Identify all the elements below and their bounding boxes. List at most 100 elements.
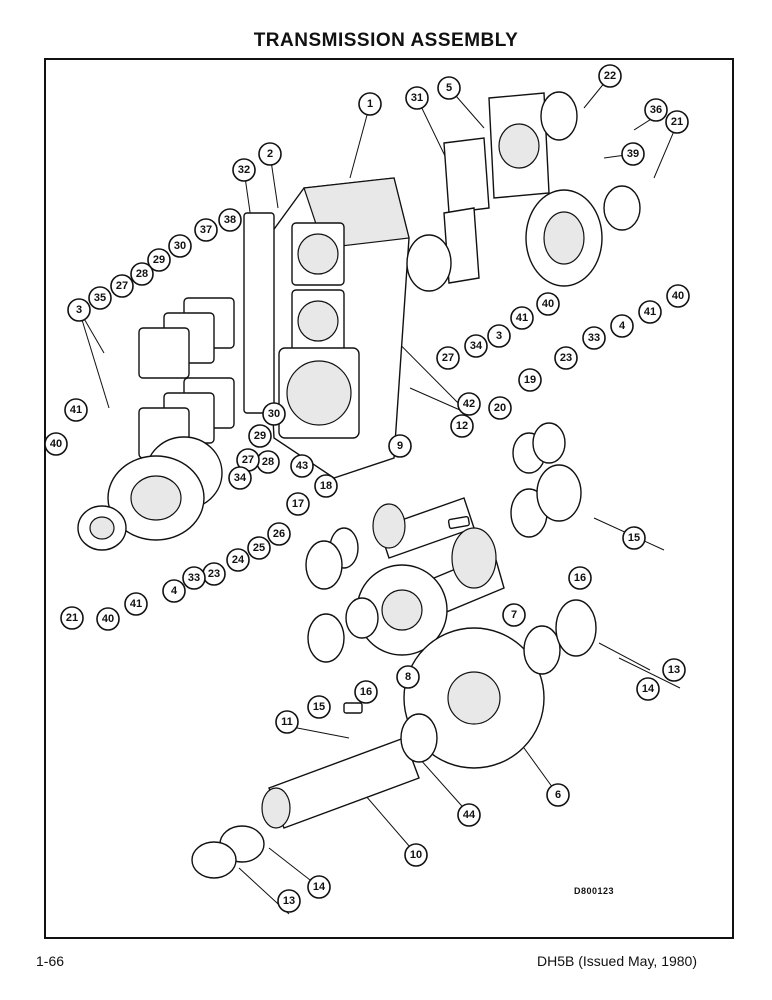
callout-25: 25: [247, 536, 271, 560]
right-assembly: [406, 91, 641, 474]
svg-text:29: 29: [254, 430, 266, 442]
svg-text:28: 28: [262, 456, 274, 468]
callout-14-right: 14: [636, 677, 660, 701]
callout-41-right1: 41: [510, 306, 534, 330]
svg-text:44: 44: [463, 809, 476, 821]
callout-2: 2: [258, 142, 282, 166]
callout-group: 1 2 32 5 31 22 36 21 39 38 37 30 29 28 2…: [44, 64, 690, 913]
svg-text:17: 17: [292, 498, 304, 510]
callout-21-top: 21: [665, 110, 689, 134]
callout-40-bottom: 40: [96, 607, 120, 631]
callout-43: 43: [290, 454, 314, 478]
callout-27-right: 27: [436, 346, 460, 370]
svg-text:40: 40: [102, 613, 114, 625]
callout-39: 39: [621, 142, 645, 166]
svg-text:41: 41: [130, 598, 142, 610]
svg-text:21: 21: [671, 116, 683, 128]
diagram-frame: [44, 58, 734, 939]
svg-text:40: 40: [50, 438, 62, 450]
svg-text:34: 34: [470, 340, 483, 352]
svg-text:3: 3: [496, 330, 502, 342]
svg-text:3: 3: [76, 304, 82, 316]
callout-7: 7: [502, 603, 526, 627]
svg-text:4: 4: [619, 320, 626, 332]
callout-6: 6: [546, 783, 570, 807]
svg-text:14: 14: [313, 881, 326, 893]
svg-text:27: 27: [116, 280, 128, 292]
callout-12: 12: [450, 414, 474, 438]
svg-text:22: 22: [604, 70, 616, 82]
callout-30-top: 30: [168, 234, 192, 258]
callout-3-left: 3: [67, 298, 91, 322]
svg-text:37: 37: [200, 224, 212, 236]
svg-text:5: 5: [446, 82, 452, 94]
svg-text:28: 28: [136, 268, 148, 280]
exploded-parts-diagram: 1 2 32 5 31 22 36 21 39 38 37 30 29 28 2…: [44, 64, 690, 915]
callout-11: 11: [275, 710, 299, 734]
callout-41-right2: 41: [638, 300, 662, 324]
gear-train: [191, 464, 597, 879]
callout-38: 38: [218, 208, 242, 232]
svg-text:24: 24: [232, 554, 245, 566]
svg-text:41: 41: [516, 312, 528, 324]
svg-text:20: 20: [494, 402, 506, 414]
svg-text:29: 29: [153, 254, 165, 266]
svg-text:35: 35: [94, 292, 106, 304]
callout-33-right: 33: [582, 326, 606, 350]
svg-text:30: 30: [268, 408, 280, 420]
callout-41-left: 41: [64, 398, 88, 422]
callout-23-left: 23: [202, 562, 226, 586]
callout-40-right2: 40: [666, 284, 690, 308]
transmission-housing: [263, 177, 410, 479]
svg-text:2: 2: [267, 148, 273, 160]
svg-text:4: 4: [171, 585, 178, 597]
callout-34-right: 34: [464, 334, 488, 358]
callout-33-left: 33: [182, 566, 206, 590]
document-reference: DH5B (Issued May, 1980): [536, 953, 697, 969]
svg-text:40: 40: [542, 298, 554, 310]
callout-37: 37: [194, 218, 218, 242]
svg-text:33: 33: [588, 332, 600, 344]
svg-text:16: 16: [574, 572, 586, 584]
svg-text:14: 14: [642, 683, 655, 695]
callout-28-top: 28: [130, 262, 154, 286]
callout-40-left: 40: [44, 432, 68, 456]
callout-41-bottom: 41: [124, 592, 148, 616]
svg-text:6: 6: [555, 789, 561, 801]
callout-10: 10: [404, 843, 428, 867]
svg-text:16: 16: [360, 686, 372, 698]
callout-22: 22: [598, 64, 622, 88]
svg-text:31: 31: [411, 92, 423, 104]
svg-text:15: 15: [628, 532, 640, 544]
svg-text:19: 19: [524, 374, 536, 386]
callout-31: 31: [405, 86, 429, 110]
callout-13-bottom: 13: [277, 889, 301, 913]
svg-text:33: 33: [188, 572, 200, 584]
page-title: TRANSMISSION ASSEMBLY: [253, 30, 519, 51]
callout-20: 20: [488, 396, 512, 420]
svg-text:10: 10: [410, 849, 422, 861]
svg-text:21: 21: [66, 612, 78, 624]
svg-text:43: 43: [296, 460, 308, 472]
svg-text:27: 27: [442, 352, 454, 364]
svg-text:27: 27: [242, 454, 254, 466]
svg-text:13: 13: [283, 895, 295, 907]
callout-24: 24: [226, 548, 250, 572]
callout-27-top: 27: [110, 274, 134, 298]
callout-30-mid: 30: [262, 402, 286, 426]
callout-29-top: 29: [147, 248, 171, 272]
svg-text:39: 39: [627, 148, 639, 160]
svg-text:34: 34: [234, 472, 247, 484]
callout-17: 17: [286, 492, 310, 516]
svg-text:8: 8: [405, 671, 411, 683]
svg-text:40: 40: [672, 290, 684, 302]
callout-14-bottom: 14: [307, 875, 331, 899]
callout-18: 18: [314, 474, 338, 498]
callout-13-right: 13: [662, 658, 686, 682]
svg-text:36: 36: [650, 104, 662, 116]
callout-32: 32: [232, 158, 256, 182]
svg-text:1: 1: [367, 98, 373, 110]
callout-5: 5: [437, 76, 461, 100]
svg-text:41: 41: [644, 306, 656, 318]
callout-4-right: 4: [610, 314, 634, 338]
